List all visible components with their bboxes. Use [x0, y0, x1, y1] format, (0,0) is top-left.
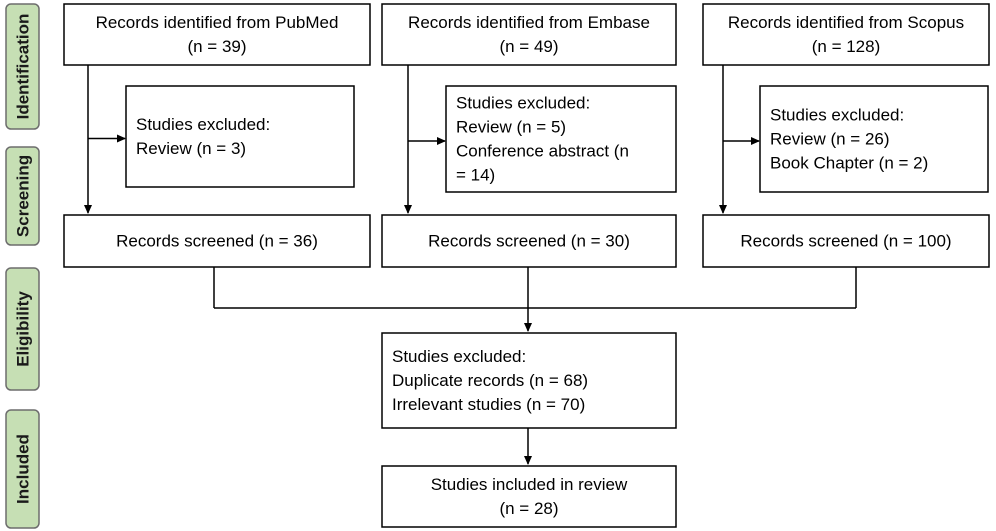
screened-pubmed: Records screened (n = 36): [63, 214, 371, 268]
excluded-scopus-frame: [759, 85, 989, 193]
stage-screening-box: [5, 146, 40, 246]
excluded-pubmed: Studies excluded: Review (n = 3): [125, 85, 355, 188]
screened-pubmed-line-1: Records screened (n = 36): [116, 232, 318, 251]
excluded-pubmed-frame: [125, 85, 355, 188]
excluded-scopus-line-1: Studies excluded:: [770, 106, 904, 125]
excluded-pubmed-line-2: Review (n = 3): [136, 139, 246, 158]
screened-scopus: Records screened (n = 100): [702, 214, 990, 268]
stage-screening: Screening: [5, 146, 40, 246]
identified-embase: Records identified from Embase (n = 49): [381, 3, 677, 66]
included-studies-line-2: (n = 28): [499, 499, 558, 518]
eligibility-excluded-frame: [381, 332, 677, 429]
stage-screening-label: Screening: [14, 155, 33, 237]
included-studies-line-1: Studies included in review: [431, 475, 628, 494]
excluded-embase-line-4: = 14): [456, 166, 495, 185]
identified-scopus-line-2: (n = 128): [812, 37, 881, 56]
included-studies-frame: [381, 465, 677, 528]
excluded-embase-line-1: Studies excluded:: [456, 94, 590, 113]
screened-embase: Records screened (n = 30): [381, 214, 677, 268]
stage-identification-box: [5, 3, 40, 130]
identified-scopus-frame: [702, 3, 990, 66]
stage-included-box: [5, 409, 40, 529]
identified-scopus: Records identified from Scopus (n = 128): [702, 3, 990, 66]
identified-pubmed: Records identified from PubMed (n = 39): [63, 3, 371, 66]
screened-scopus-frame: [702, 214, 990, 268]
identified-pubmed-frame: [63, 3, 371, 66]
identified-pubmed-line-2: (n = 39): [187, 37, 246, 56]
excluded-embase-line-3: Conference abstract (n: [456, 142, 629, 161]
stage-identification-label: Identification: [14, 14, 33, 120]
stage-eligibility: Eligibility: [5, 267, 40, 391]
screened-pubmed-frame: [63, 214, 371, 268]
stage-eligibility-label: Eligibility: [14, 291, 33, 367]
excluded-embase-frame: [445, 85, 677, 193]
identified-embase-line-1: Records identified from Embase: [408, 13, 650, 32]
identified-embase-frame: [381, 3, 677, 66]
excluded-embase-line-2: Review (n = 5): [456, 118, 566, 137]
identified-embase-line-2: (n = 49): [499, 37, 558, 56]
eligibility-excluded-line-2: Duplicate records (n = 68): [392, 371, 588, 390]
identified-pubmed-line-1: Records identified from PubMed: [96, 13, 339, 32]
screened-embase-frame: [381, 214, 677, 268]
identified-scopus-line-1: Records identified from Scopus: [728, 13, 964, 32]
screened-scopus-line-1: Records screened (n = 100): [740, 232, 951, 251]
stage-eligibility-box: [5, 267, 40, 391]
excluded-pubmed-line-1: Studies excluded:: [136, 115, 270, 134]
eligibility-excluded: Studies excluded: Duplicate records (n = …: [381, 332, 677, 429]
screened-embase-line-1: Records screened (n = 30): [428, 232, 630, 251]
stage-identification: Identification: [5, 3, 40, 130]
excluded-embase: Studies excluded: Review (n = 5) Conferenc…: [445, 85, 677, 193]
excluded-scopus-line-2: Review (n = 26): [770, 130, 890, 149]
eligibility-excluded-line-3: Irrelevant studies (n = 70): [392, 395, 585, 414]
eligibility-excluded-line-1: Studies excluded:: [392, 347, 526, 366]
excluded-scopus-line-3: Book Chapter (n = 2): [770, 154, 928, 173]
excluded-scopus: Studies excluded: Review (n = 26) Book Cha…: [759, 85, 989, 193]
included-studies: Studies included in review (n = 28): [381, 465, 677, 528]
stage-included-label: Included: [14, 434, 33, 504]
stage-included: Included: [5, 409, 40, 529]
